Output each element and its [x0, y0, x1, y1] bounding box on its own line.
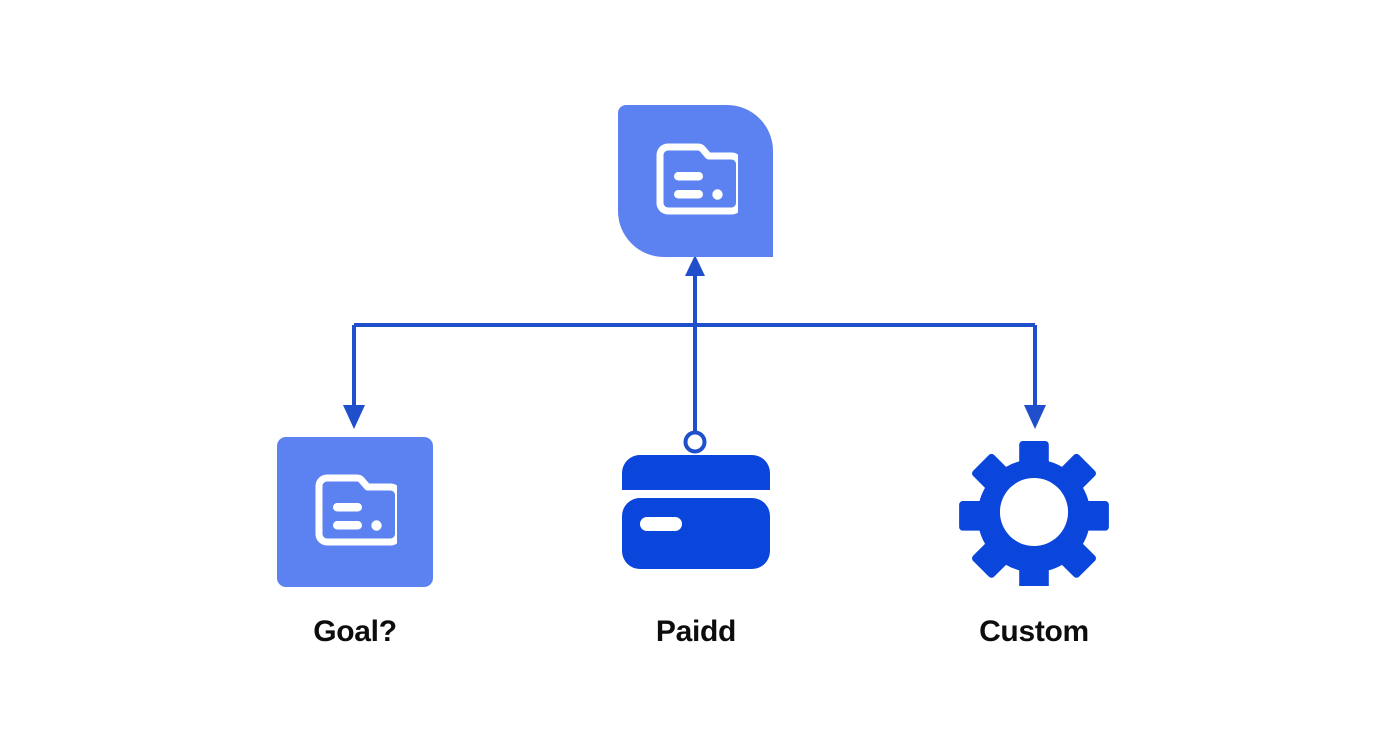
credit-card-icon	[622, 455, 770, 569]
node-root[interactable]	[618, 105, 773, 257]
node-label-paid: Paidd	[655, 615, 737, 648]
connector-root-arrowhead-up	[685, 255, 705, 276]
connector-paid-circle-endpoint	[683, 430, 707, 454]
node-label-goal: Goal?	[313, 615, 397, 648]
node-label-custom: Custom	[979, 615, 1089, 648]
document-card-icon	[654, 143, 738, 219]
node-goal[interactable]	[277, 437, 433, 587]
connector-custom-arrowhead-down	[1024, 405, 1046, 429]
document-card-icon	[313, 474, 397, 550]
node-paid[interactable]	[612, 437, 780, 587]
gear-icon	[958, 438, 1110, 586]
root-tile[interactable]	[618, 105, 773, 257]
goal-tile[interactable]	[277, 437, 433, 587]
connector-goal-arrowhead-down	[343, 405, 365, 429]
node-custom[interactable]	[950, 437, 1118, 587]
